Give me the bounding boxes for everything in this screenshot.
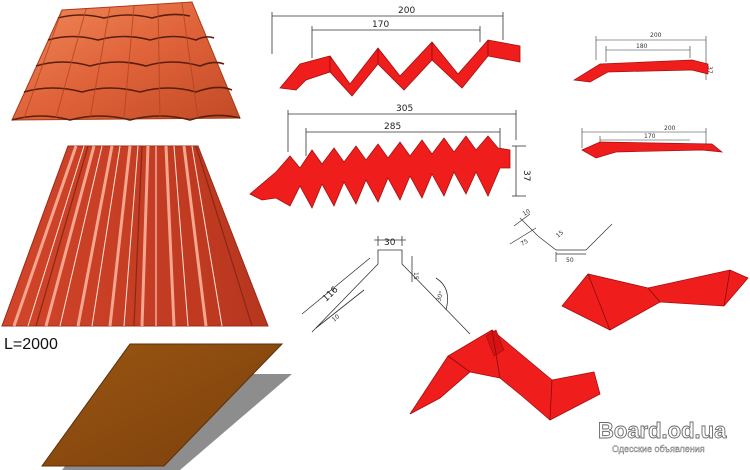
- dim-ridge-10: 10: [331, 313, 341, 323]
- ridge-dimension-drawing: [301, 236, 471, 335]
- dim-ridge-30deg: 30°: [435, 290, 445, 302]
- dim-valley-15: 15: [555, 229, 565, 239]
- dim-valley-50: 50: [566, 257, 574, 264]
- dim-valley-75: 75: [520, 238, 530, 248]
- dim-200-b: 200: [650, 32, 662, 39]
- dim-ridge-15: 15: [412, 272, 419, 280]
- dim-285: 285: [384, 122, 401, 132]
- corrugated-sheet: [1, 145, 269, 327]
- metal-tile-sheet: [11, 1, 241, 121]
- dim-37-a: 37: [521, 170, 531, 181]
- dim-ridge-116: 116: [321, 285, 341, 304]
- dim-37-b: 37: [706, 66, 713, 74]
- ridge-piece: [409, 329, 601, 421]
- dim-305: 305: [396, 104, 413, 114]
- watermark: Board.od.ua Одесские объявления: [598, 418, 728, 455]
- watermark-subtitle: Одесские объявления: [612, 444, 705, 454]
- valley-dimension-drawing: [509, 213, 613, 262]
- dim-200-a: 200: [398, 6, 415, 16]
- dim-200-c: 200: [664, 125, 676, 132]
- dim-170-a: 170: [372, 20, 389, 30]
- watermark-site: Board.od.ua: [598, 418, 727, 443]
- dim-170-b: 170: [644, 133, 656, 140]
- dim-valley-10: 10: [522, 208, 532, 218]
- valley-piece: [561, 269, 749, 331]
- dim-180: 180: [636, 43, 648, 50]
- dim-ridge-30: 30: [384, 238, 396, 248]
- profile-wave-large: 305 285 37: [249, 104, 531, 209]
- strip-flashing-1: 200 180 37: [572, 32, 713, 83]
- profile-zigzag-small: 200 170: [271, 6, 521, 97]
- length-label: L=2000: [4, 336, 58, 353]
- flat-sheets: [41, 343, 292, 470]
- strip-flashing-2: 200 170: [581, 125, 724, 159]
